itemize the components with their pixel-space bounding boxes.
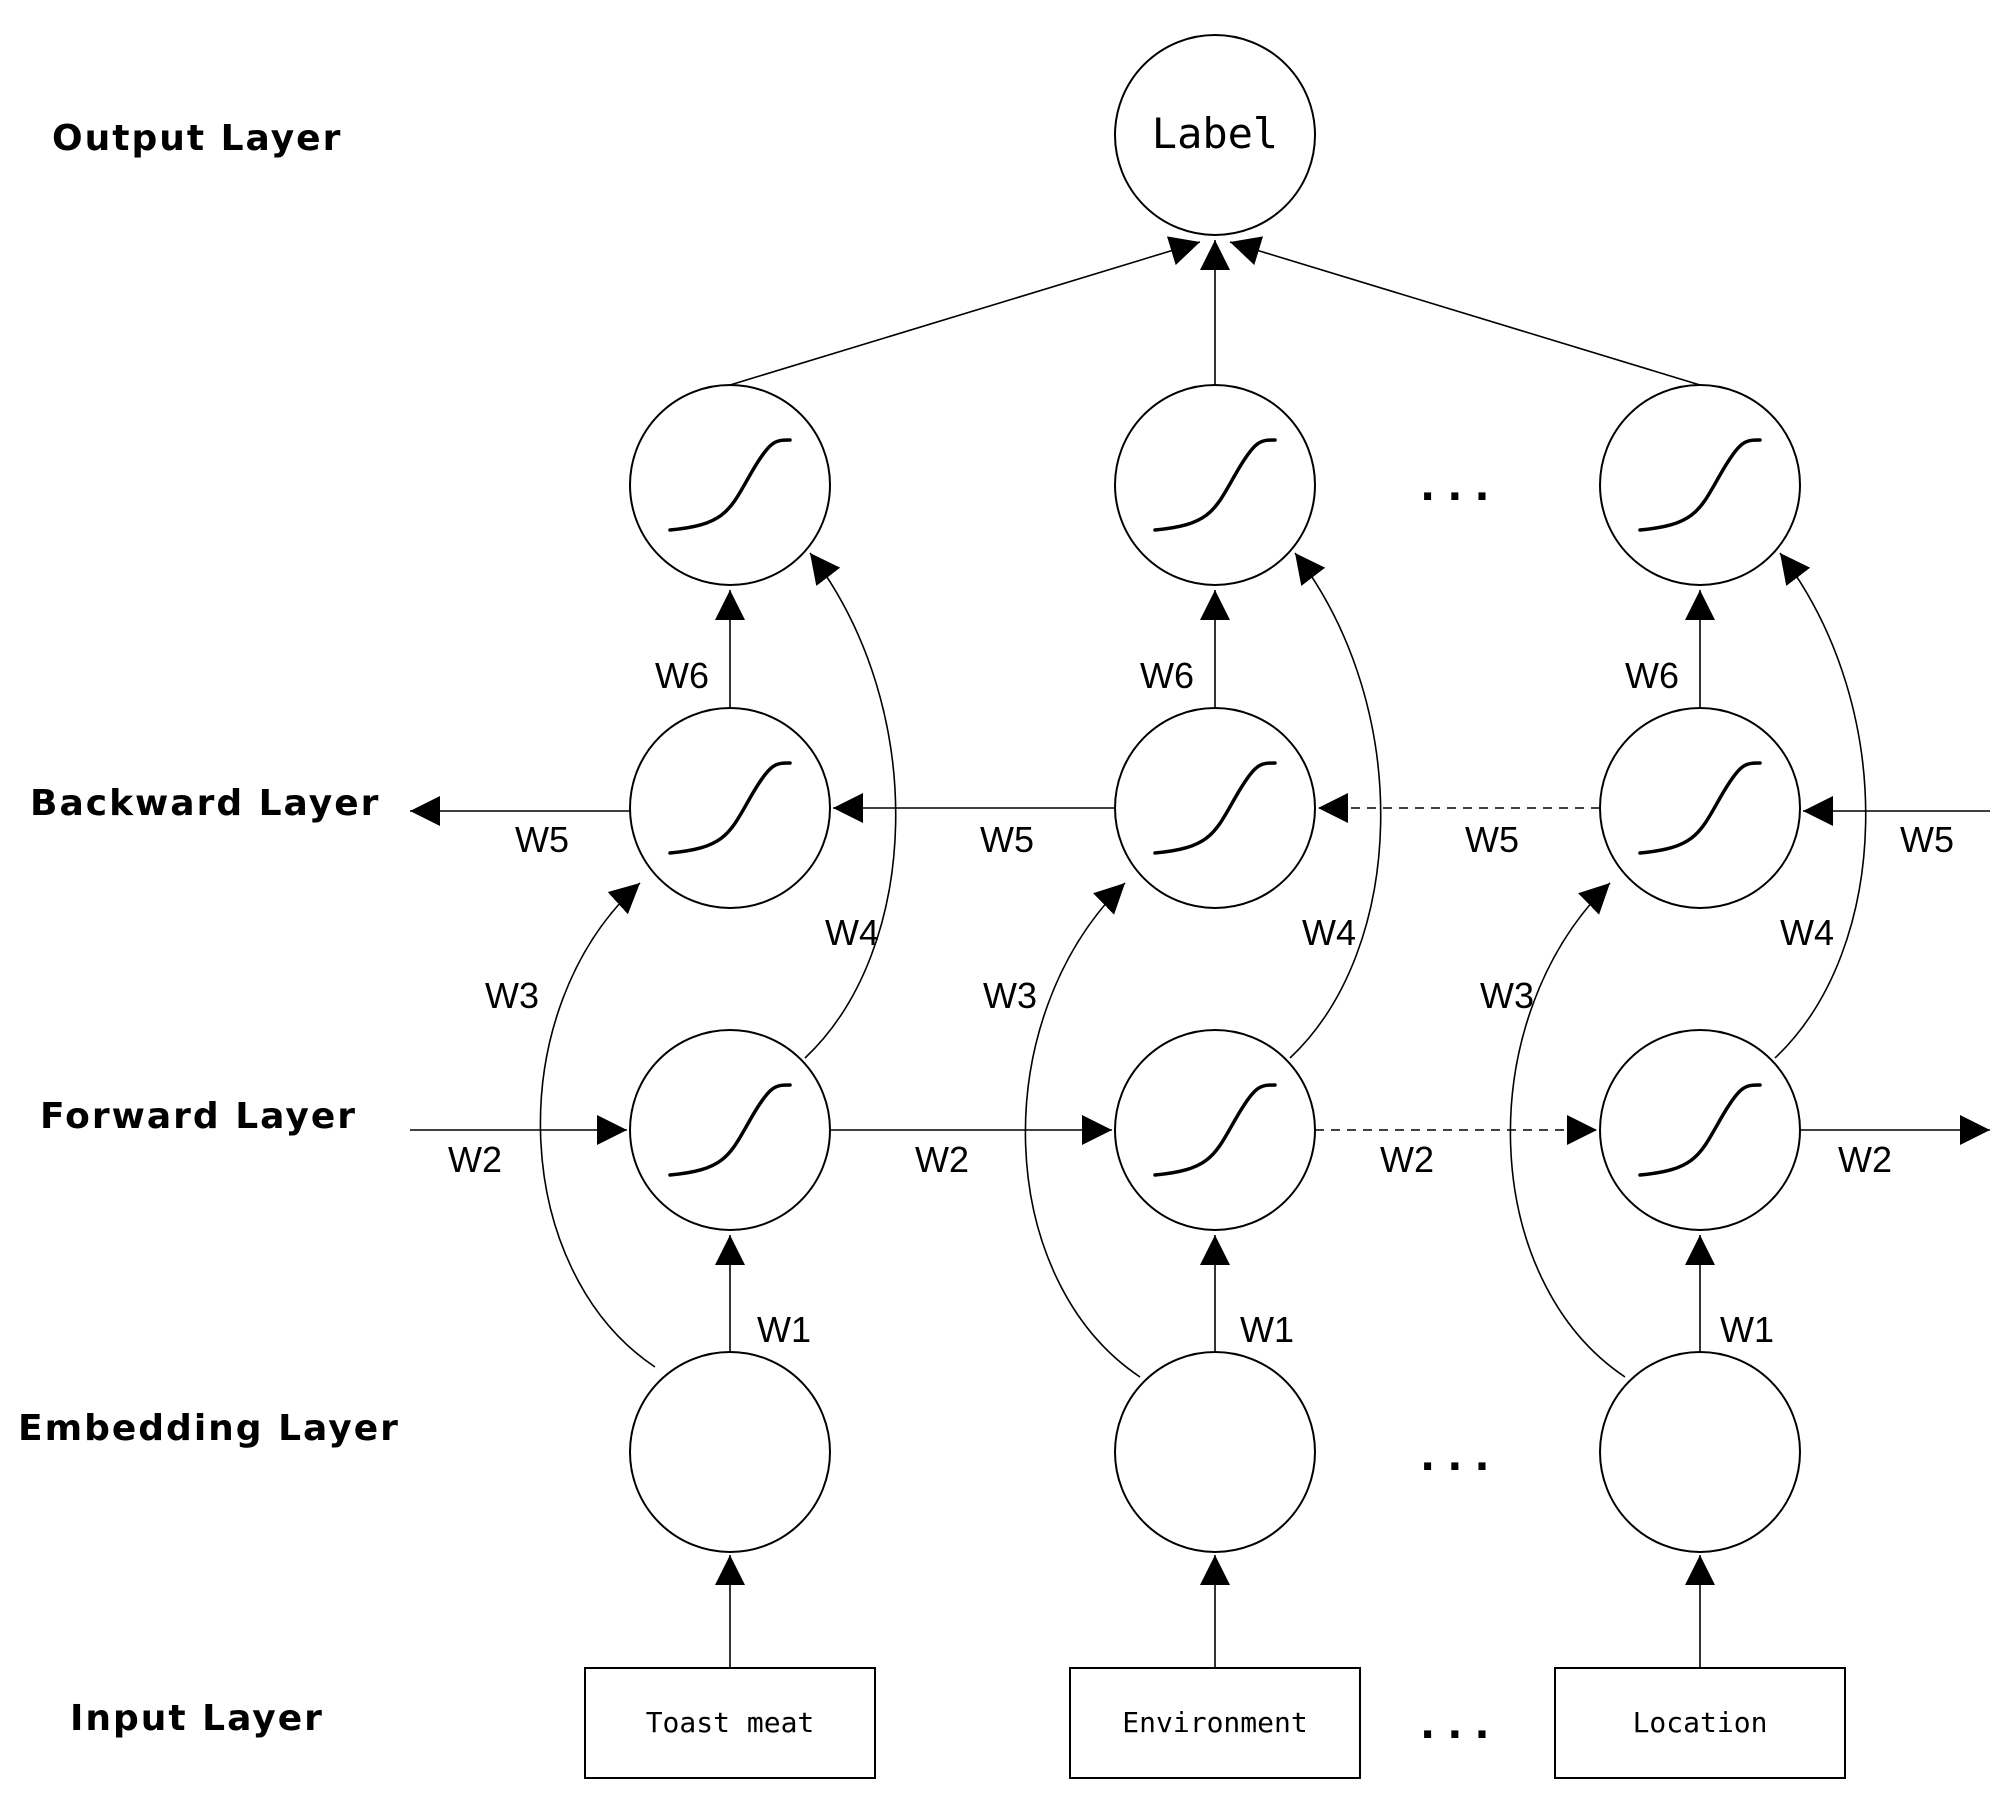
edge-w4-3 [1774, 552, 1867, 1059]
ellipsis-embedding: ... [1420, 1434, 1502, 1480]
sigmoid-icon [1638, 1083, 1762, 1177]
w5-label-2: W5 [1465, 819, 1519, 860]
w2-label-3: W2 [1838, 1139, 1892, 1180]
w3-label-2: W3 [983, 975, 1037, 1016]
edge-top-to-label-3 [1229, 236, 1701, 386]
label-node-text: Label [1152, 109, 1278, 158]
label-node [1114, 34, 1316, 236]
backward-layer-label: Backward Layer [30, 783, 380, 824]
edge-top-to-label-1 [729, 236, 1201, 386]
embedding-layer-label: Embedding Layer [18, 1408, 400, 1449]
input-word-3: Location [1633, 1706, 1768, 1739]
edge-w3-3 [1509, 882, 1626, 1378]
ellipsis-top: ... [1420, 464, 1502, 510]
embedding-node-1 [629, 1351, 831, 1553]
embedding-node-3 [1599, 1351, 1801, 1553]
backward-node-1 [629, 707, 831, 909]
forward-layer-label: Forward Layer [40, 1096, 357, 1137]
output-layer-label: Output Layer [52, 118, 342, 159]
w1-label-1: W1 [757, 1309, 811, 1350]
edge-w4-1 [804, 552, 897, 1059]
edge-w3-1 [539, 882, 656, 1368]
ellipsis-input: ... [1420, 1702, 1502, 1748]
w6-label-2: W6 [1140, 655, 1194, 696]
input-box-3 [1554, 1667, 1846, 1779]
w5-label-3: W5 [1900, 819, 1954, 860]
top-node-2 [1114, 384, 1316, 586]
edge-w4-2 [1289, 552, 1382, 1059]
input-box-2 [1069, 1667, 1361, 1779]
column-1: Toast meat [539, 384, 897, 1779]
input-word-1: Toast meat [646, 1706, 815, 1739]
sigmoid-icon [1153, 438, 1277, 532]
top-node-1 [629, 384, 831, 586]
edge-w3-2 [1024, 882, 1141, 1378]
column-3: Location [1509, 384, 1867, 1779]
w6-label-3: W6 [1625, 655, 1679, 696]
w4-label-1: W4 [825, 912, 879, 953]
w2-label-1: W2 [915, 1139, 969, 1180]
input-layer-label: Input Layer [70, 1698, 324, 1739]
backward-node-2 [1114, 707, 1316, 909]
w4-label-2: W4 [1302, 912, 1356, 953]
w5-label-1: W5 [980, 819, 1034, 860]
w2-label-2: W2 [1380, 1139, 1434, 1180]
w3-label-3: W3 [1480, 975, 1534, 1016]
w5-label-0: W5 [515, 819, 569, 860]
w1-label-3: W1 [1720, 1309, 1774, 1350]
w3-label-1: W3 [485, 975, 539, 1016]
w6-label-1: W6 [655, 655, 709, 696]
top-node-3 [1599, 384, 1801, 586]
forward-node-1 [629, 1029, 831, 1231]
w4-label-3: W4 [1780, 912, 1834, 953]
sigmoid-icon [1153, 1083, 1277, 1177]
sigmoid-icon [668, 761, 792, 855]
sigmoid-icon [1638, 438, 1762, 532]
sigmoid-icon [1153, 761, 1277, 855]
forward-node-2 [1114, 1029, 1316, 1231]
sigmoid-icon [668, 438, 792, 532]
forward-node-3 [1599, 1029, 1801, 1231]
input-box-1 [584, 1667, 876, 1779]
input-word-2: Environment [1122, 1706, 1307, 1739]
sigmoid-icon [668, 1083, 792, 1177]
w2-label-0: W2 [448, 1139, 502, 1180]
backward-node-3 [1599, 707, 1801, 909]
sigmoid-icon [1638, 761, 1762, 855]
w1-label-2: W1 [1240, 1309, 1294, 1350]
column-2: Environment [1024, 384, 1382, 1779]
embedding-node-2 [1114, 1351, 1316, 1553]
